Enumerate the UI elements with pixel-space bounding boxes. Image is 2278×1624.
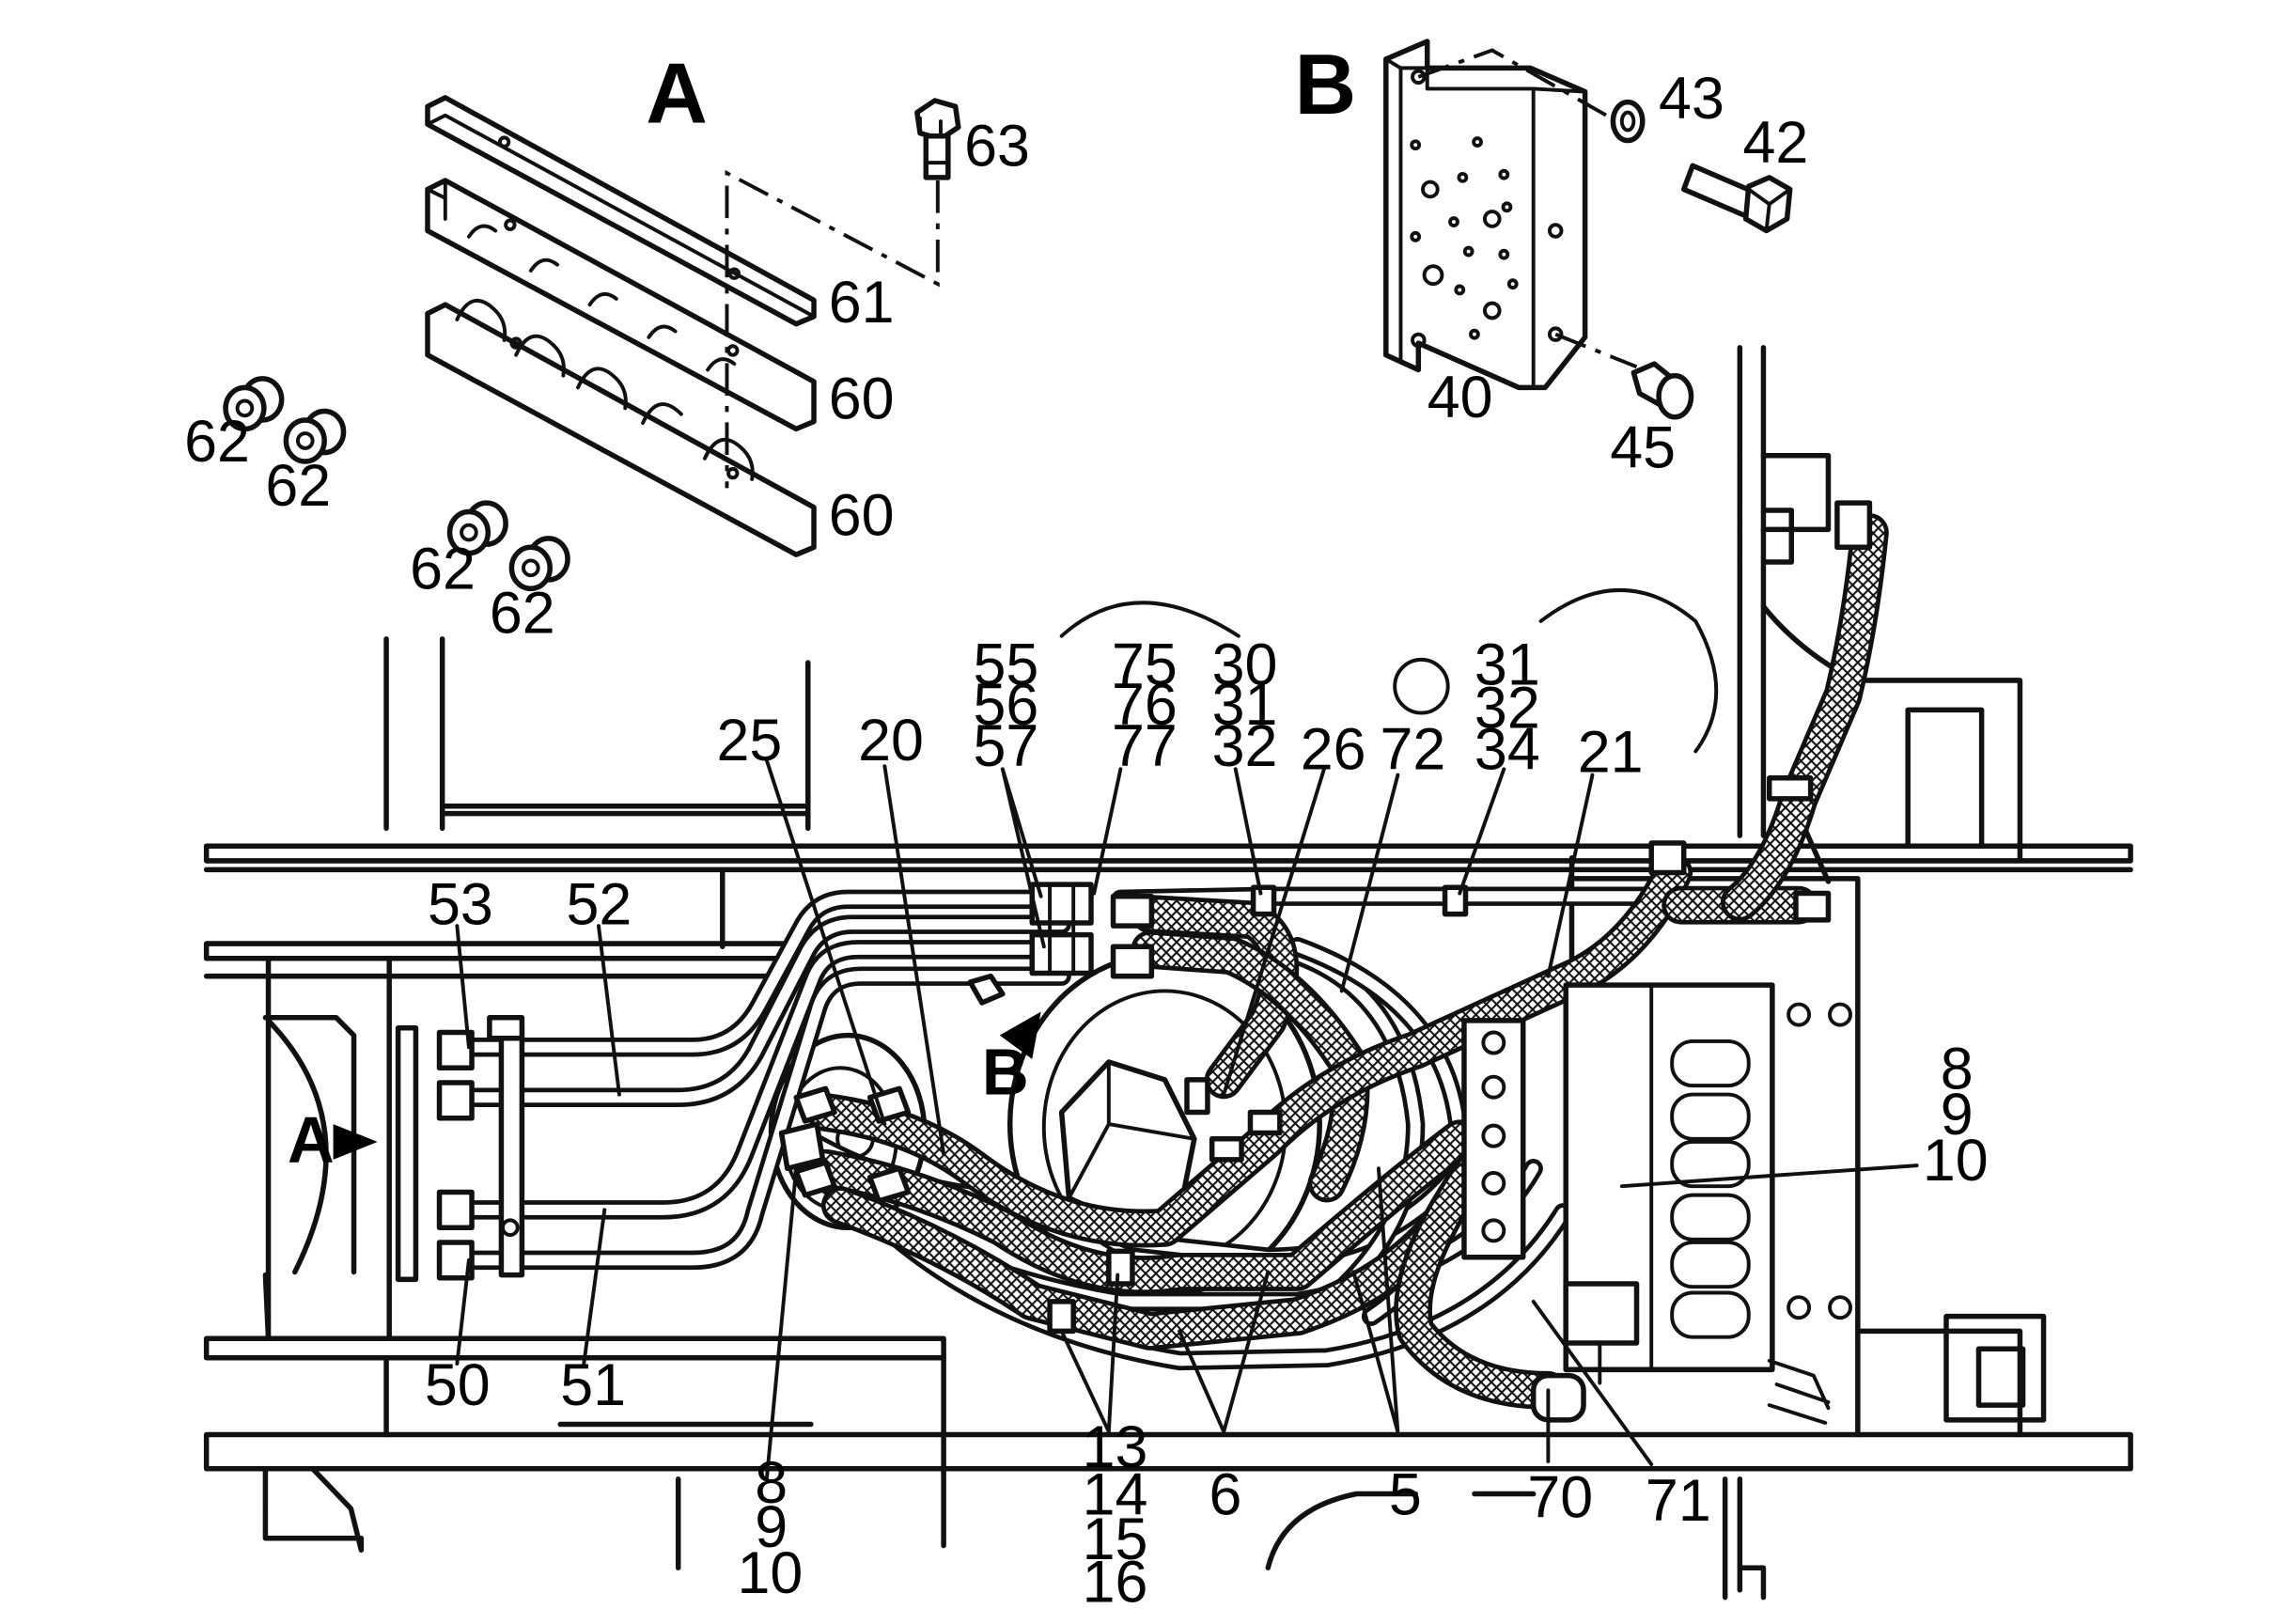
callout-13: 13: [1083, 1414, 1148, 1480]
detail-b-valve-block: [1383, 39, 1793, 420]
callout-32-a: 32: [1212, 713, 1278, 779]
callout-9-right: 9: [1941, 1082, 1974, 1148]
callout-20: 20: [858, 708, 924, 773]
callout-56: 56: [973, 672, 1038, 738]
callout-9-left: 9: [755, 1494, 788, 1560]
callout-45: 45: [1610, 414, 1676, 480]
callout-62-a: 62: [184, 409, 250, 475]
clamp-half-lower-60: [425, 299, 817, 557]
lines-to-2: [1767, 1358, 1831, 1425]
clamp-half-upper-60: [425, 178, 817, 432]
pipe-bundle-50-53: [447, 889, 1071, 1271]
clamp-cover-plate-61: [425, 95, 817, 327]
callout-16: 16: [1083, 1549, 1148, 1615]
callout-40: 40: [1428, 365, 1493, 430]
view-arrow-a: [333, 1124, 378, 1160]
callout-62-d: 62: [490, 580, 555, 646]
plug-45: [1630, 361, 1694, 420]
bolt-63: [914, 98, 961, 180]
callout-61: 61: [829, 270, 895, 336]
bolt-42: [1680, 163, 1793, 234]
callout-26: 26: [1301, 716, 1366, 782]
hose-fittings: [778, 500, 1873, 1335]
bolt-axis-line: [725, 169, 940, 489]
callout-31-b: 31: [1474, 632, 1540, 698]
view-arrow-b: [999, 1011, 1041, 1059]
callout-32-b: 32: [1474, 675, 1540, 741]
callout-5: 5: [1389, 1461, 1422, 1527]
bolt-axis-b: [1417, 48, 1623, 126]
callout-60-lower: 60: [829, 483, 895, 549]
callout-70: 70: [1527, 1465, 1593, 1531]
arrow-label-b: B: [982, 1035, 1029, 1108]
callout-51: 51: [560, 1352, 626, 1418]
callout-31-a: 31: [1212, 672, 1278, 738]
view-label-a: A: [646, 46, 708, 141]
callout-42: 42: [1742, 110, 1808, 176]
callout-labels: A B A B 63 61 60 60 62 62 62 62 43 42 40…: [184, 38, 1989, 1615]
callout-72: 72: [1381, 716, 1446, 782]
spacer-bushings-62: [223, 376, 570, 592]
callout-43: 43: [1659, 66, 1724, 132]
detail-a-clamp-assembly: [223, 95, 961, 592]
callout-8-left: 8: [755, 1450, 788, 1516]
callout-10-right: 10: [1923, 1128, 1989, 1194]
view-label-b: B: [1295, 38, 1357, 133]
callout-63: 63: [964, 113, 1030, 179]
callout-62-c: 62: [410, 536, 476, 601]
callout-6: 6: [1209, 1461, 1242, 1527]
arrow-label-a: A: [288, 1103, 335, 1177]
callout-76: 76: [1112, 672, 1178, 738]
callout-60-upper: 60: [829, 366, 895, 431]
callout-8-right: 8: [1941, 1036, 1974, 1101]
callout-75: 75: [1112, 632, 1178, 698]
control-valve-bank: [1461, 982, 1852, 1423]
washer-43: [1610, 99, 1646, 144]
callout-30: 30: [1212, 632, 1278, 698]
pipe-manifold-left: [395, 1015, 525, 1283]
callout-55: 55: [973, 632, 1038, 698]
callout-34: 34: [1474, 716, 1540, 782]
callout-25: 25: [717, 708, 783, 773]
callout-71: 71: [1646, 1468, 1711, 1534]
callout-leaders: [455, 757, 1919, 1481]
callout-52: 52: [566, 872, 632, 938]
callout-77: 77: [1112, 713, 1178, 779]
callout-53: 53: [428, 872, 493, 938]
callout-10-left: 10: [737, 1540, 803, 1606]
callout-14: 14: [1083, 1461, 1148, 1527]
callout-62-b: 62: [265, 453, 331, 519]
callout-15: 15: [1083, 1507, 1148, 1572]
callout-57: 57: [973, 713, 1038, 779]
callout-50: 50: [425, 1352, 491, 1418]
callout-21: 21: [1578, 719, 1644, 785]
